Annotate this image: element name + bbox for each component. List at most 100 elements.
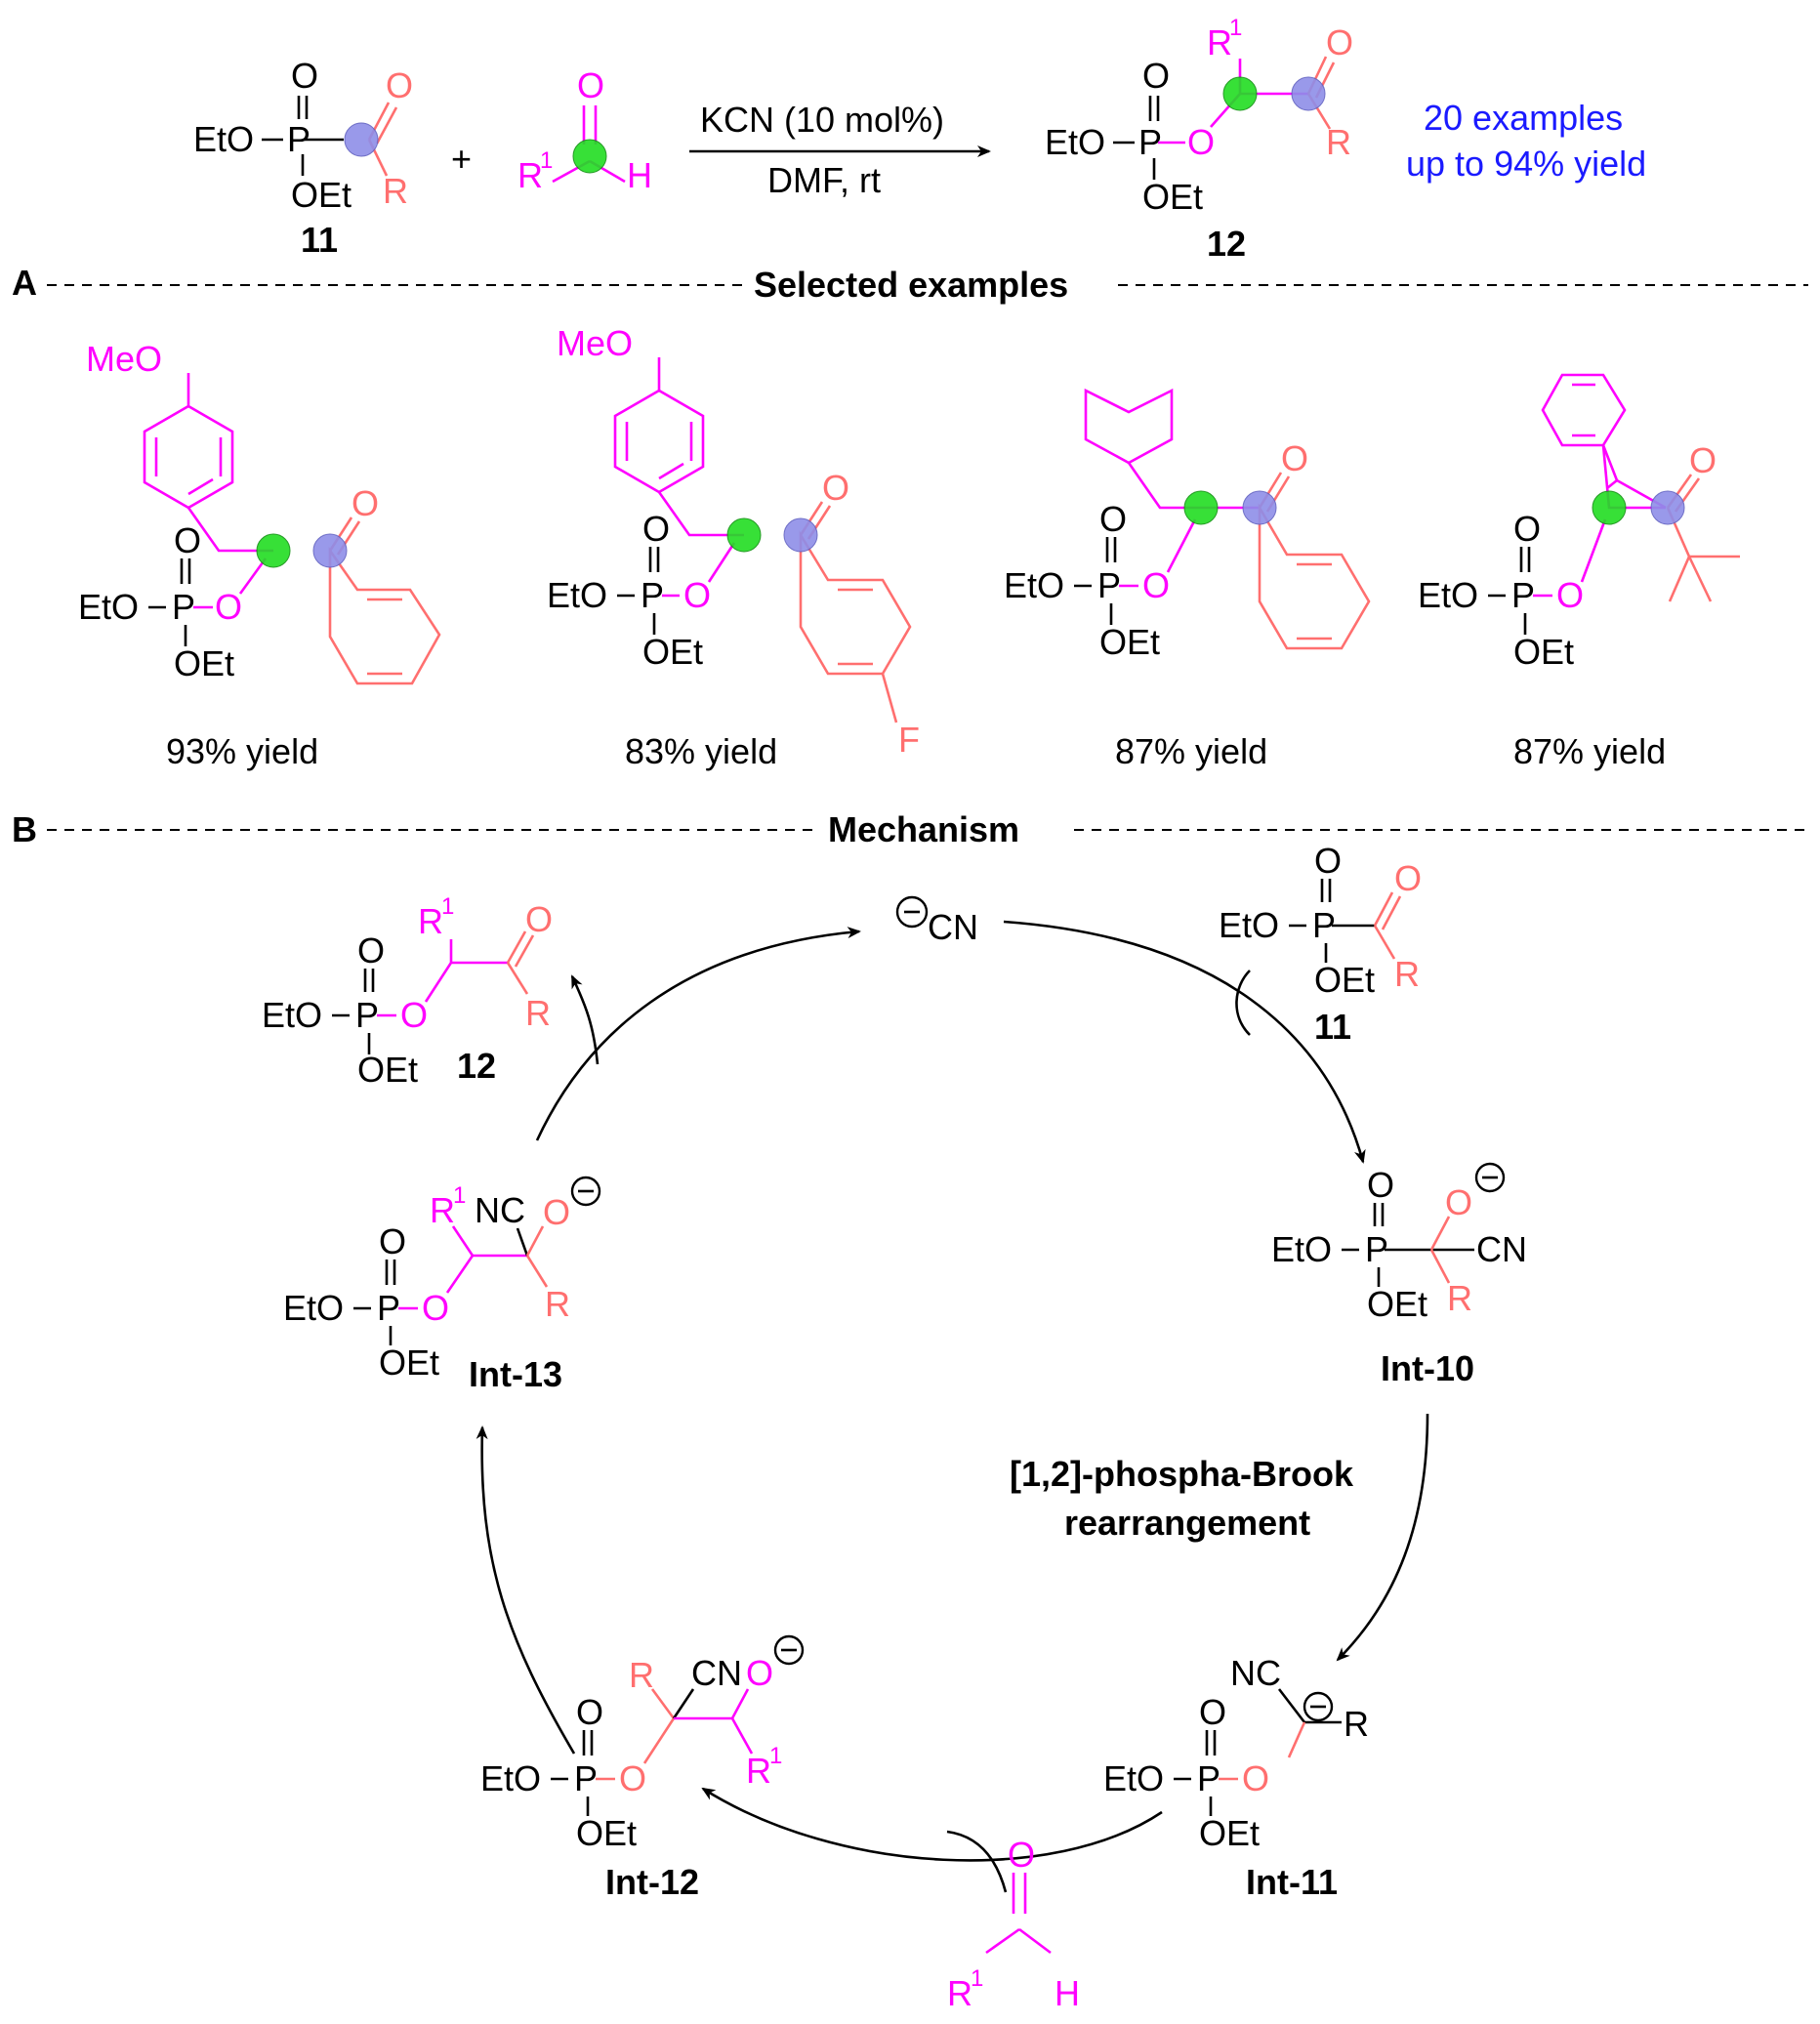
meo-label: MeO [557,323,633,363]
acyl-o-label: O [1394,858,1422,898]
ketone-o-label: O [1689,440,1717,480]
ester-o-label: O [1242,1758,1269,1798]
oet-label: OEt [576,1813,637,1853]
ester-o-label: O [400,995,428,1035]
compound-11: EtO P O OEt O R 11 [193,56,413,260]
acyl-r-label: R [383,171,408,211]
ketone-o-label: O [822,468,849,508]
aldehyde-h-label: H [627,155,652,195]
oet-label: OEt [357,1050,418,1090]
alpha-carbon-dot [1183,490,1219,525]
alkoxide-o-label: O [1445,1182,1472,1222]
cn-label: CN [691,1653,742,1693]
int-13: EtO P O O OEt R 1 NC O R Int-13 [283,1176,601,1394]
ester-o-label: O [1142,565,1170,605]
product-carbonyl-dot [1291,76,1326,111]
oet-label: OEt [1367,1284,1427,1324]
r1-label: R [418,901,443,941]
carbonyl-dot [1242,490,1277,525]
p-label: P [1197,1758,1220,1798]
substrate-11-label: 11 [1314,1007,1351,1047]
aldehyde-carbon-dot [572,139,607,174]
fluoro-label: F [898,720,920,760]
aldehyde-h-label: H [1055,1973,1080,2013]
ketone-o-label: O [352,483,379,523]
section-a: A Selected examples MeO EtO P O O OEt O … [12,263,1808,771]
eto-label: EtO [1045,122,1105,162]
product-12: EtO P O O OEt R 1 O R 12 [1045,15,1353,264]
aldehyde-o-label: O [1008,1835,1035,1875]
reagent-label: KCN (10 mol%) [700,100,944,140]
p-label: P [1097,565,1121,605]
compound-11-label: 11 [301,220,338,260]
example-3: EtO P O O OEt O 87% yield [1004,388,1371,771]
acyl-o-label: O [386,65,413,105]
po-label: O [1099,499,1127,539]
r-label: R [1447,1278,1472,1318]
r1-superscript: 1 [441,893,454,920]
eto-label: EtO [1103,1758,1164,1798]
ketone-o-label: O [1281,438,1308,478]
oet-label: OEt [1314,960,1375,1000]
int-11: NC R EtO P O O OEt Int-11 [1103,1653,1369,1902]
p-label: P [172,587,195,627]
carbonyl-dot [1650,490,1685,525]
r1-label: R [517,155,543,195]
oet-label: OEt [291,175,352,215]
max-yield: up to 94% yield [1406,144,1646,184]
aldehyde-reactant: O R 1 H [517,65,652,195]
ester-o-label: O [619,1758,646,1798]
ester-o-label: O [683,575,711,615]
oet-label: OEt [1099,622,1160,662]
example-1: MeO EtO P O O OEt O 93% yield [78,339,441,771]
int-10: EtO P CN O OEt O R Int-10 [1271,1162,1527,1388]
ketone-o-label: O [525,899,553,939]
ester-o-label: O [215,587,242,627]
aldehyde-entering: O R 1 H [947,1835,1080,2013]
example-4: EtO P O O OEt O 87% yield [1418,373,1740,771]
alpha-carbon-dot [256,533,291,568]
p-label: P [641,575,664,615]
oet-label: OEt [379,1342,439,1383]
section-b: B Mechanism CN EtO P O O OEt [12,809,1808,2013]
p-label: P [355,995,379,1035]
cycle-substrate-11: EtO P O OEt O R 11 [1219,841,1422,1047]
r1-label: R [746,1751,771,1791]
eto-label: EtO [1219,905,1279,945]
ester-o-label: O [422,1288,449,1328]
cn-label: CN [1476,1229,1527,1269]
p-label: P [377,1288,400,1328]
plus-sign: + [451,139,472,179]
nc-label: NC [1230,1653,1281,1693]
po-label: O [1199,1692,1226,1732]
ketone-r-label: R [1326,122,1351,162]
acyl-carbon-dot [344,122,379,157]
section-a-title: Selected examples [754,265,1068,305]
po-label: O [357,930,385,971]
aldehyde-o-label: O [577,65,604,105]
int-13-label: Int-13 [469,1354,562,1394]
yield-label: 87% yield [1115,731,1267,771]
cycle-product-12: EtO P O O OEt R 1 O R 12 [262,893,553,1090]
o-label: O [291,56,318,96]
rearrangement-line1: [1,2]-phospha-Brook [1010,1454,1354,1494]
carbonyl-dot [312,533,348,568]
yield-label: 87% yield [1513,731,1666,771]
po-label: O [1142,56,1170,96]
p-label: P [1511,575,1535,615]
int-12: EtO P O O OEt R CN O R 1 Int-12 [480,1634,805,1902]
alkoxide-o-label: O [543,1192,570,1232]
cyanide-catalyst: CN [895,895,978,947]
ester-o-label: O [1556,575,1584,615]
po-label: O [174,520,201,560]
po-label: O [1367,1165,1394,1205]
oet-label: OEt [174,643,234,683]
eto-label: EtO [193,119,254,159]
alkoxide-o-label: O [746,1653,773,1693]
yield-label: 93% yield [166,731,318,771]
r1-label: R [947,1973,972,2013]
product-12-label: 12 [457,1046,496,1086]
eto-label: EtO [283,1288,344,1328]
cyanide-label: CN [928,907,978,947]
eto-label: EtO [78,587,139,627]
